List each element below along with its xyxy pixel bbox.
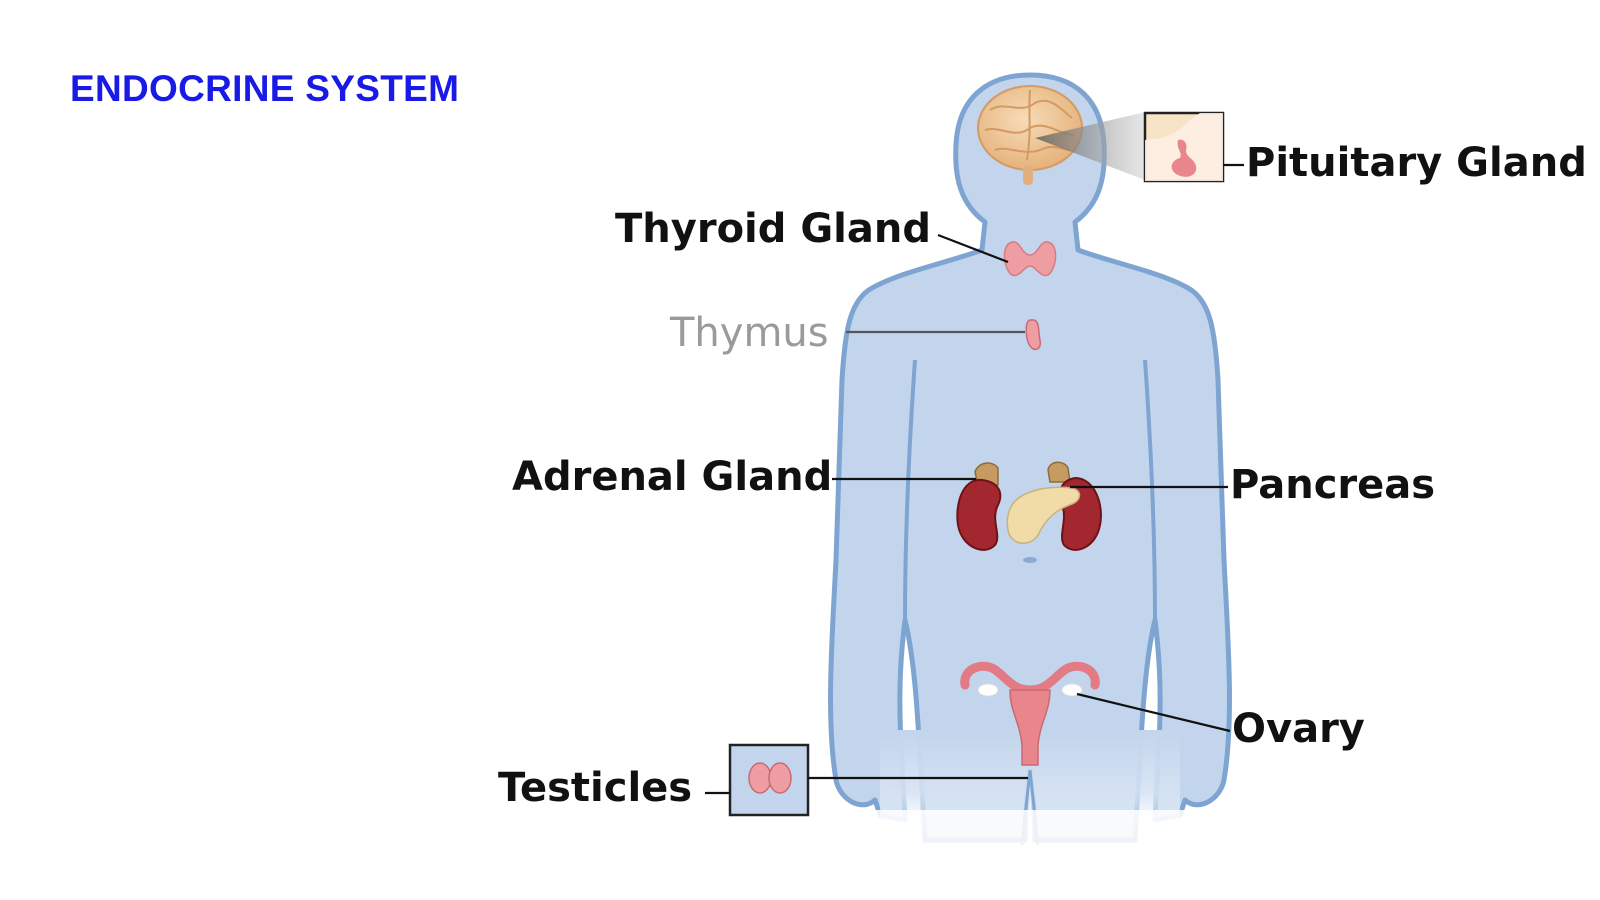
label-testicles: Testicles: [498, 765, 693, 811]
brain: [977, 85, 1083, 185]
right-adrenal: [1047, 461, 1071, 483]
left-kidney: [956, 478, 1002, 551]
right-ovary-shape: [1061, 683, 1083, 697]
ovary-leader: [1076, 692, 1231, 733]
navel: [1023, 557, 1037, 563]
body-silhouette: [800, 72, 1260, 850]
label-pancreas: Pancreas: [1230, 462, 1436, 508]
testicles-inset: [728, 743, 810, 817]
thymus-shape: [1025, 319, 1042, 351]
label-adrenal-gland: Adrenal Gland: [512, 454, 833, 500]
leader-lines: [705, 163, 1244, 795]
right-arm-line: [1143, 359, 1157, 621]
uterus-and-ovaries: [960, 661, 1100, 766]
pancreas-shape: [1006, 486, 1081, 544]
bottom-fade: [800, 810, 1260, 850]
pituitary-zoom-beam: [1035, 112, 1145, 180]
thyroid-gland-shape: [1003, 241, 1057, 277]
label-ovary: Ovary: [1232, 706, 1365, 752]
page-title: ENDOCRINE SYSTEM: [70, 68, 460, 109]
left-arm-line: [903, 359, 917, 621]
pituitary-inset: [1143, 111, 1225, 183]
label-pituitary-gland: Pituitary Gland: [1246, 140, 1587, 186]
thyroid-leader: [937, 233, 1009, 264]
label-thyroid-gland: Thyroid Gland: [615, 206, 931, 252]
label-thymus: Thymus: [670, 310, 829, 356]
left-ovary-shape: [977, 683, 999, 697]
